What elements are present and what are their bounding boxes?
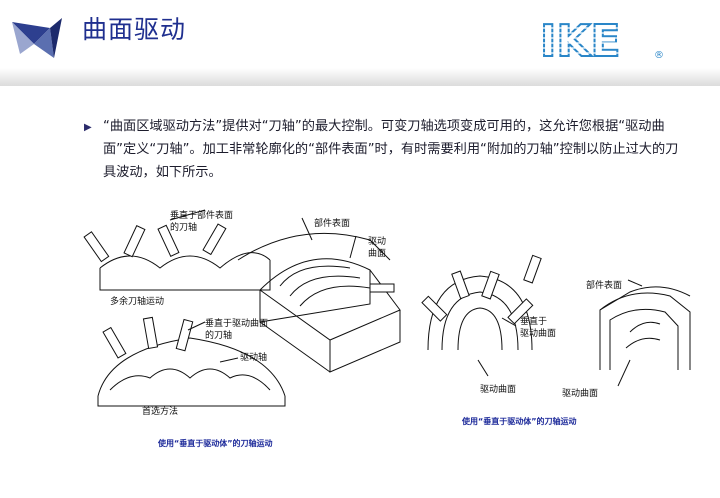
label-drive-surface-a: 驱动曲面	[480, 384, 516, 395]
corner-logo-icon	[12, 18, 62, 58]
label-normal-to-drive-right: 垂直于	[520, 315, 547, 327]
header-band	[0, 68, 720, 86]
caption-right: 使用“垂直于驱动体”的刀轴运动	[461, 416, 577, 426]
svg-text:的刀轴: 的刀轴	[205, 329, 232, 341]
svg-text:驱动曲面: 驱动曲面	[520, 328, 556, 339]
triangle-bullet-icon: ▶	[84, 122, 92, 133]
label-drive-surface-left: 驱动	[368, 236, 386, 247]
brand-text: IKE	[540, 16, 621, 62]
label-excess-motion: 多余刀轴运动	[110, 295, 164, 307]
ike-logo-icon: IKE ®	[538, 16, 664, 62]
caption-left: 使用“垂直于驱动体”的刀轴运动	[157, 438, 273, 448]
slide-header: 曲面驱动 IKE ®	[0, 0, 720, 88]
label-part-surface-right: 部件表面	[586, 279, 622, 291]
label-drive-axis: 驱动轴	[240, 351, 267, 363]
intro-paragraph: “曲面区域驱动方法”提供对“刀轴”的最大控制。可变刀轴选项变成可用的，这允许您根…	[103, 119, 679, 180]
label-normal-to-drive: 垂直于驱动曲面	[205, 317, 268, 329]
svg-text:的刀轴: 的刀轴	[170, 221, 197, 233]
tool-axis-figure: 垂直于部件表面 的刀轴 多余刀轴运动 垂直于驱动曲面 的刀轴 驱动轴 首选方法 …	[83, 209, 691, 448]
svg-text:曲面: 曲面	[368, 248, 386, 259]
label-preferred: 首选方法	[142, 405, 178, 417]
label-normal-to-part: 垂直于部件表面	[170, 209, 233, 221]
label-part-surface-left: 部件表面	[314, 217, 350, 229]
label-drive-surface-b: 驱动曲面	[562, 388, 598, 399]
page-title: 曲面驱动	[82, 15, 187, 44]
registered-mark: ®	[654, 50, 664, 61]
